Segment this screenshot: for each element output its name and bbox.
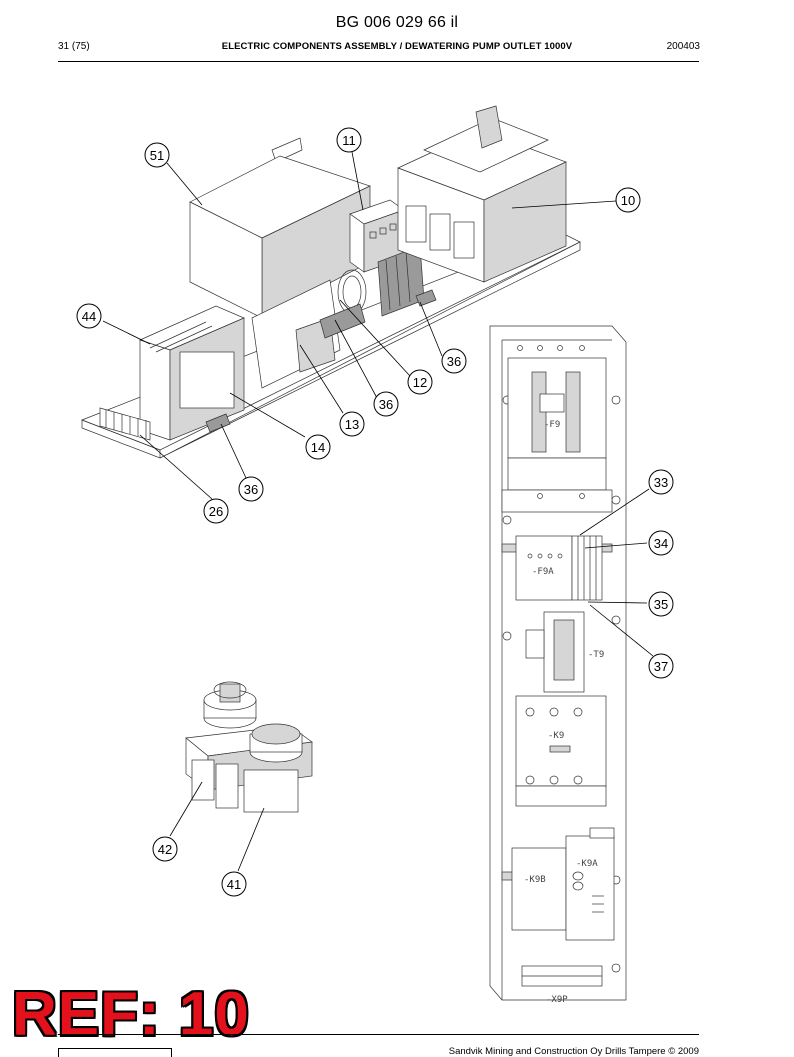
ref-stamp: REF: 10 [12, 980, 250, 1049]
label-f9: -F9 [544, 420, 560, 430]
callout-41: 41 [221, 871, 247, 897]
label-x9p: -X9P [546, 995, 568, 1005]
callout-36-lower: 36 [238, 476, 264, 502]
svg-text:10: 10 [621, 193, 635, 208]
svg-text:44: 44 [82, 309, 96, 324]
callout-36-upper: 36 [441, 348, 467, 374]
document-code: BG 006 029 66 il [335, 14, 459, 31]
callout-35: 35 [648, 591, 674, 617]
label-k9b: -K9B [524, 875, 546, 885]
svg-text:26: 26 [209, 504, 223, 519]
date-code: 200403 [666, 41, 700, 52]
switch-assembly [185, 681, 313, 813]
svg-text:42: 42 [158, 842, 172, 857]
callout-34: 34 [648, 530, 674, 556]
svg-text:35: 35 [654, 597, 668, 612]
mounting-panel: -F9 -F9A -T9 -K9 -K9 [489, 325, 627, 1005]
footer-rule [58, 1034, 699, 1035]
label-k9: -K9 [548, 731, 564, 741]
callout-26: 26 [203, 498, 229, 524]
page-number: 31 (75) [58, 41, 90, 52]
callout-51: 51 [144, 142, 170, 168]
footer-copyright: Sandvik Mining and Construction Oy Drill… [448, 1046, 699, 1057]
svg-text:14: 14 [311, 440, 325, 455]
svg-text:51: 51 [150, 148, 164, 163]
svg-text:41: 41 [227, 877, 241, 892]
callout-33: 33 [648, 469, 674, 495]
svg-text:33: 33 [654, 475, 668, 490]
svg-text:11: 11 [342, 133, 356, 148]
callout-36-middle: 36 [373, 391, 399, 417]
svg-text:36: 36 [379, 397, 393, 412]
callout-10: 10 [615, 187, 641, 213]
leader-lines [102, 151, 654, 872]
callout-42: 42 [152, 836, 178, 862]
label-k9a: -K9A [576, 859, 598, 869]
callout-11: 11 [336, 127, 362, 153]
callout-12: 12 [407, 369, 433, 395]
page-title: ELECTRIC COMPONENTS ASSEMBLY / DEWATERIN… [221, 41, 573, 52]
svg-text:37: 37 [654, 659, 668, 674]
header-rule [58, 61, 699, 62]
callout-44: 44 [76, 303, 102, 329]
callout-14: 14 [305, 434, 331, 460]
svg-text:36: 36 [447, 354, 461, 369]
svg-text:12: 12 [413, 375, 427, 390]
label-f9a: -F9A [532, 567, 554, 577]
callout-37: 37 [648, 653, 674, 679]
label-t9: -T9 [588, 650, 604, 660]
svg-text:13: 13 [345, 417, 359, 432]
svg-text:36: 36 [244, 482, 258, 497]
isometric-assembly [81, 105, 581, 459]
svg-text:34: 34 [654, 536, 668, 551]
callout-13: 13 [339, 411, 365, 437]
